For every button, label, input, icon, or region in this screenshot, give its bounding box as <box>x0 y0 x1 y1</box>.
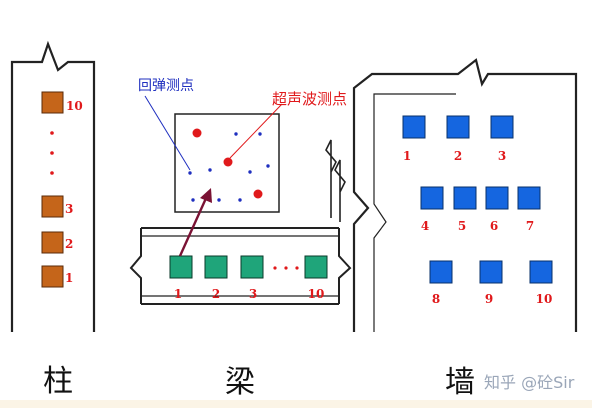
ultrasonic-callout-label: 超声波测点 <box>272 90 347 108</box>
beam-label: 10 <box>308 287 325 301</box>
beam-outline <box>129 227 352 305</box>
beam-ellipsis-dot <box>273 266 277 270</box>
wall-test-box-6 <box>485 186 509 210</box>
beam-label: 1 <box>174 287 182 301</box>
wall-outline <box>352 58 578 332</box>
beam-label: 3 <box>249 287 257 301</box>
wall-test-box-5 <box>453 186 477 210</box>
wall-test-box-2 <box>446 115 470 139</box>
rebound-dot <box>238 198 242 202</box>
column-ellipsis-dot <box>50 131 54 135</box>
column-test-box-2 <box>41 231 64 254</box>
beam-ellipsis-dot <box>295 266 299 270</box>
wall-test-box-10 <box>529 260 553 284</box>
beam-post-right-line <box>334 159 346 222</box>
column-ellipsis-dot <box>50 151 54 155</box>
wall-test-box-3 <box>490 115 514 139</box>
wall-inner-line <box>373 93 456 332</box>
column-caption: 柱 <box>43 364 73 399</box>
rebound-dot <box>188 171 192 175</box>
beam-group: 1 2 3 10 回弹测点 超声波测点 梁 <box>129 78 352 400</box>
bottom-band <box>0 400 592 408</box>
wall-test-box-4 <box>420 186 444 210</box>
column-test-box-10 <box>41 91 64 114</box>
beam-test-box-1 <box>169 255 193 279</box>
column-outline <box>10 40 96 332</box>
rebound-dot <box>266 164 270 168</box>
wall-label: 5 <box>458 219 466 233</box>
rebound-dot <box>248 170 252 174</box>
wall-test-box-8 <box>429 260 453 284</box>
rebound-dot <box>258 132 262 136</box>
watermark: 知乎 @砼Sir <box>484 373 575 392</box>
wall-test-box-7 <box>517 186 541 210</box>
wall-label: 7 <box>526 219 534 233</box>
rebound-dot <box>234 132 238 136</box>
column-label: 2 <box>65 237 73 251</box>
wall-label: 3 <box>498 149 506 163</box>
wall-test-box-1 <box>402 115 426 139</box>
beam-test-box-3 <box>240 255 264 279</box>
rebound-callout-label: 回弹测点 <box>138 78 194 94</box>
beam-ellipsis-dot <box>284 266 288 270</box>
ultrasonic-dot <box>192 128 202 138</box>
beam-post-left-line <box>325 139 337 218</box>
wall-label: 8 <box>432 292 440 306</box>
beam-label: 2 <box>212 287 220 301</box>
column-label: 1 <box>65 271 73 285</box>
wall-caption: 墙 <box>445 365 475 400</box>
wall-label: 4 <box>421 219 429 233</box>
beam-test-box-2 <box>204 255 228 279</box>
wall-label: 9 <box>485 292 493 306</box>
beam-caption: 梁 <box>225 365 255 400</box>
wall-label: 10 <box>536 292 553 306</box>
column-group: 10 3 2 1 柱 <box>10 40 96 399</box>
detail-arrow-head <box>200 188 212 203</box>
rebound-dot <box>217 198 221 202</box>
detail-arrow <box>178 195 209 257</box>
ultrasonic-dot <box>253 189 263 199</box>
column-test-box-3 <box>41 195 64 218</box>
wall-label: 6 <box>490 219 498 233</box>
ultrasonic-dot <box>223 157 233 167</box>
rebound-callout-leader <box>144 95 191 171</box>
column-label: 3 <box>65 202 73 216</box>
column-test-box-1 <box>41 265 64 288</box>
beam-test-box-10 <box>304 255 328 279</box>
wall-group: 1 2 3 4 5 6 7 8 9 10 墙 <box>352 58 578 400</box>
column-ellipsis-dot <box>50 171 54 175</box>
ultrasonic-callout-leader <box>229 103 283 159</box>
rebound-dot <box>191 198 195 202</box>
wall-test-box-9 <box>479 260 503 284</box>
wall-label: 2 <box>454 149 462 163</box>
rebound-dot <box>208 168 212 172</box>
column-label: 10 <box>66 99 83 113</box>
wall-label: 1 <box>403 149 411 163</box>
